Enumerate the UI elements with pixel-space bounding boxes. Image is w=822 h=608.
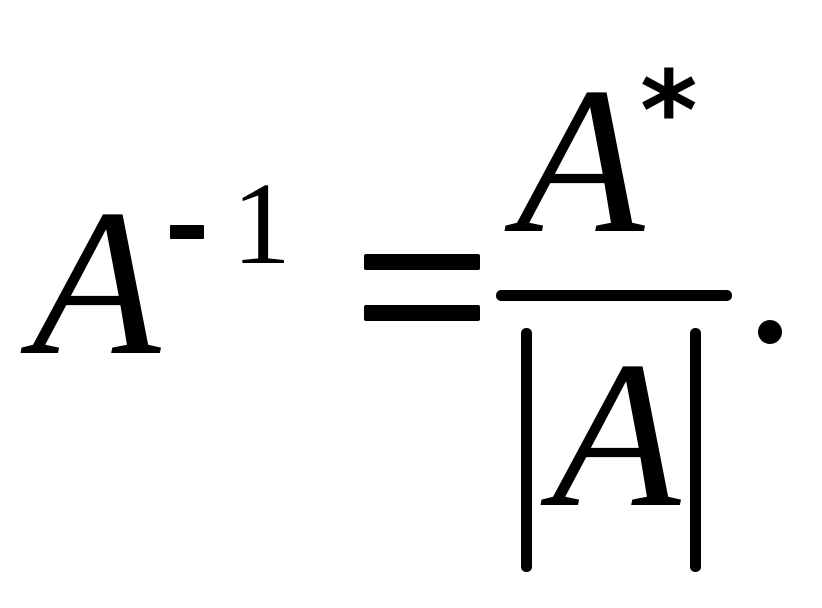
denominator-matrix-symbol: A bbox=[552, 319, 681, 551]
equals-sign-bottom-bar bbox=[364, 305, 480, 321]
trailing-period bbox=[758, 320, 782, 344]
exponent-minus-sign bbox=[170, 225, 204, 239]
lhs-matrix-symbol: A bbox=[32, 167, 161, 399]
determinant-left-bar bbox=[521, 328, 532, 572]
fraction-line bbox=[496, 290, 732, 301]
exponent-value: 1 bbox=[232, 158, 291, 289]
equals-sign-top-bar bbox=[364, 254, 480, 270]
numerator-matrix-symbol: A bbox=[516, 45, 645, 277]
determinant-right-bar bbox=[690, 328, 701, 572]
adjugate-star-superscript: * bbox=[640, 47, 698, 175]
